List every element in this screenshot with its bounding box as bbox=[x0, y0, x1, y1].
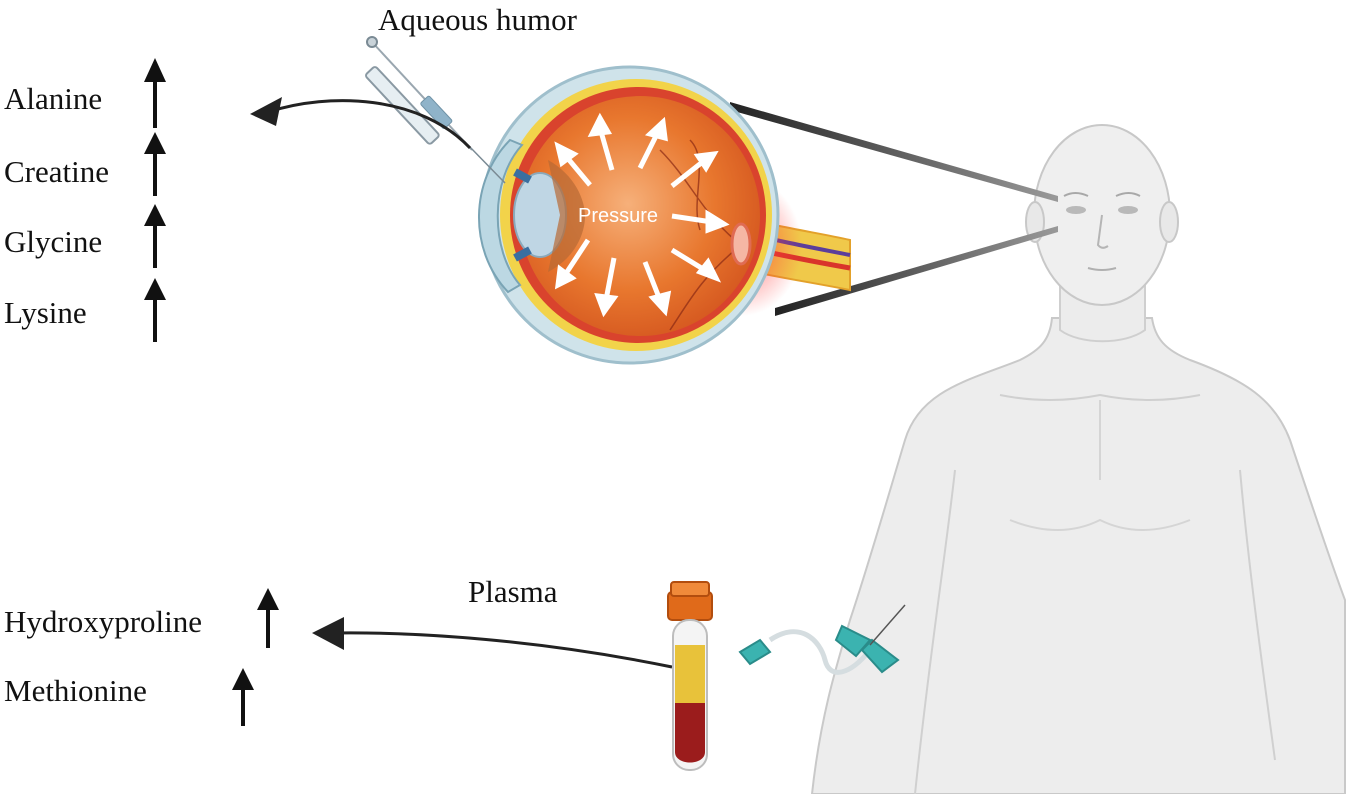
left-eye-mark bbox=[1066, 206, 1086, 214]
iris bbox=[513, 168, 532, 262]
up-arrow-icon bbox=[257, 588, 279, 648]
pressure-label: Pressure bbox=[578, 205, 658, 227]
up-arrow-icon bbox=[232, 668, 254, 726]
optic-disc bbox=[730, 222, 752, 266]
up-arrow-icon bbox=[144, 58, 166, 128]
up-arrow-icon bbox=[144, 132, 166, 196]
cornea bbox=[478, 138, 524, 294]
zoom-lines bbox=[730, 102, 1058, 316]
right-eye-mark bbox=[1118, 206, 1138, 214]
metabolite-hydroxyproline: Hydroxyproline bbox=[4, 604, 203, 639]
eye-cross-section: Pressure bbox=[478, 65, 780, 365]
up-arrow-icon bbox=[144, 204, 166, 268]
metabolite-lysine: Lysine bbox=[4, 295, 87, 330]
syringe-icon bbox=[365, 36, 506, 184]
arrowhead-plasma bbox=[312, 617, 344, 650]
body-silhouette bbox=[810, 317, 1346, 794]
plasma-label: Plasma bbox=[468, 574, 558, 609]
plasma-up-arrows bbox=[232, 588, 279, 726]
up-arrow-icon bbox=[144, 278, 166, 342]
metabolite-alanine: Alanine bbox=[4, 81, 103, 116]
arrowhead-aqueous bbox=[250, 97, 282, 126]
pressure-arrows bbox=[554, 112, 730, 318]
metabolite-methionine: Methionine bbox=[4, 673, 147, 708]
human-figure bbox=[810, 124, 1346, 794]
metabolite-creatine: Creatine bbox=[4, 154, 110, 189]
blood-tube-icon bbox=[667, 581, 713, 771]
aqueous-up-arrows bbox=[144, 58, 166, 342]
curved-arrow-plasma bbox=[335, 631, 673, 669]
metabolite-glycine: Glycine bbox=[4, 224, 103, 259]
butterfly-needle-icon bbox=[738, 604, 906, 675]
aqueous-humor-label: Aqueous humor bbox=[378, 2, 577, 37]
curved-arrow-icon bbox=[267, 99, 472, 150]
right-ear bbox=[1159, 201, 1179, 243]
